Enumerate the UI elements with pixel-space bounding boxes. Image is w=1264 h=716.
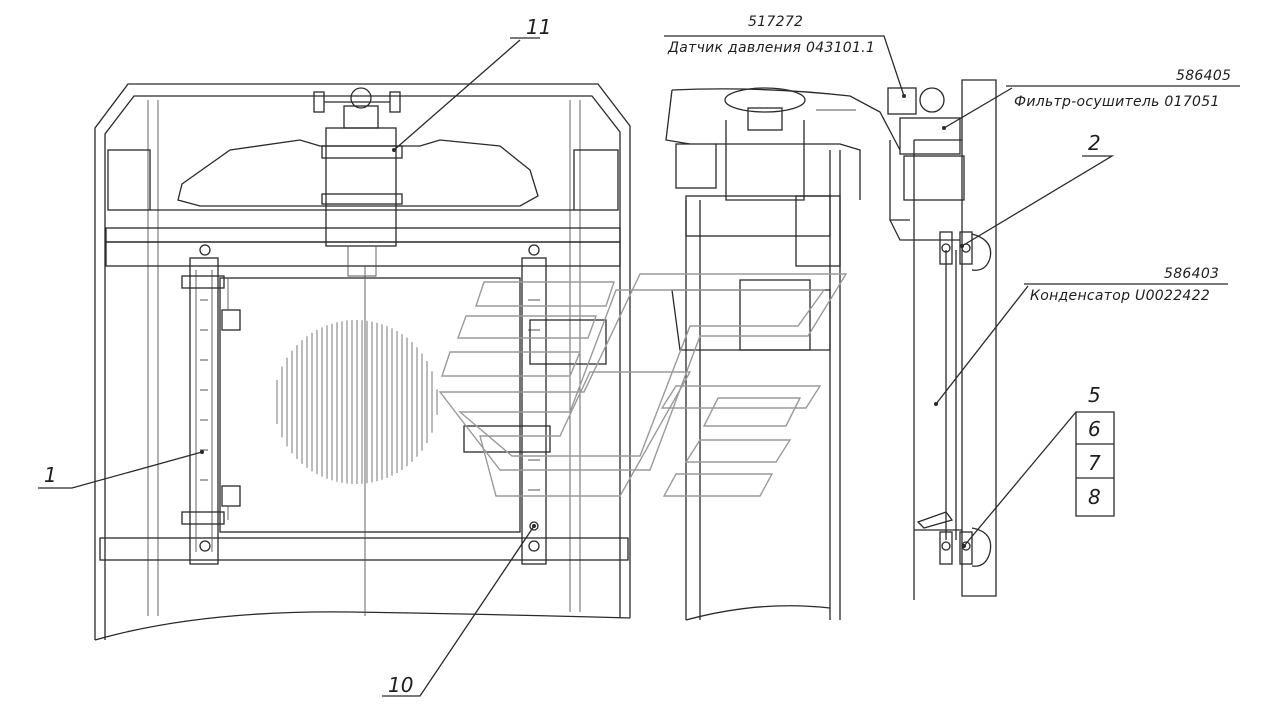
callout-10: 10	[388, 673, 413, 697]
bracket-left	[181, 244, 241, 565]
callout-7: 7	[1088, 451, 1101, 475]
callout-1: 1	[44, 463, 57, 487]
sensor-code: 517272	[748, 14, 803, 30]
fan-grille	[276, 320, 438, 484]
callout-8: 8	[1088, 485, 1101, 509]
sensor-name: Датчик давления 043101.1	[667, 40, 875, 56]
leader-lines	[38, 35, 1240, 697]
callout-6: 6	[1088, 417, 1101, 441]
condenser-code: 586403	[1164, 266, 1219, 282]
filter-drier-top	[313, 87, 403, 277]
filter-name: Фильтр-осушитель 017051	[1014, 94, 1220, 110]
callout-11: 11	[526, 15, 551, 39]
left-view-frame	[94, 83, 631, 641]
filter-code: 586405	[1176, 68, 1231, 84]
condenser-name: Конденсатор U0022422	[1030, 288, 1210, 304]
bracket-right	[463, 244, 607, 565]
right-view	[665, 79, 997, 621]
callout-2: 2	[1088, 131, 1101, 155]
callout-5: 5	[1088, 383, 1101, 407]
watermark-logo	[438, 273, 848, 497]
